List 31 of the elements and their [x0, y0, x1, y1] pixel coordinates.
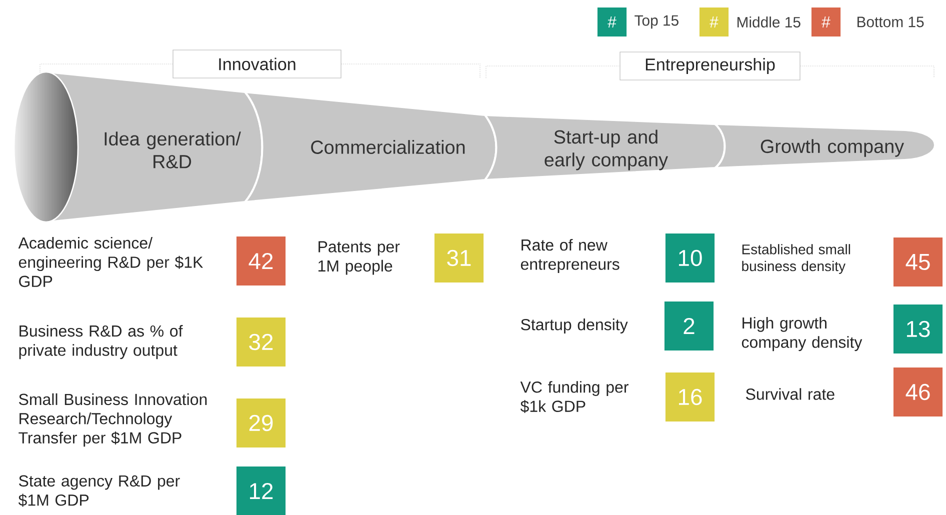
score-box: 31: [434, 233, 484, 283]
score-box: 12: [236, 466, 286, 515]
funnel-segment: Start-up and early company: [484, 114, 726, 181]
score-box: 46: [893, 367, 943, 417]
metric-label: Rate of new entrepreneurs: [520, 238, 620, 274]
metric-label: Survival rate: [746, 388, 834, 400]
funnel-segment: Commercialization: [244, 91, 498, 203]
score-box: 10: [665, 233, 715, 283]
metric-label: VC funding per $1k GDP: [520, 381, 628, 413]
score-box: 32: [236, 317, 286, 367]
legend-label: Bottom 15: [858, 16, 924, 28]
score-box: 16: [665, 372, 715, 422]
score-box: 13: [893, 304, 943, 354]
metric-label: Small Business Innovation Research/Technology Transfer per $1M GDP: [18, 393, 207, 447]
legend-label: Middle 15: [738, 16, 800, 28]
metric-label: State agency R&D per $1M GDP: [18, 475, 180, 507]
metric-label: High growth company density: [742, 316, 862, 352]
section-box: Entrepreneurship: [620, 52, 800, 80]
metric-label: Startup density: [521, 318, 628, 334]
node-label: Growth company: [760, 139, 904, 157]
funnel-segment: Growth company: [714, 123, 936, 169]
score-box: 42: [236, 236, 286, 286]
metric-label: Established small business density: [742, 244, 850, 274]
metric-label: Patents per 1M people: [318, 241, 400, 275]
score-box: 2: [664, 301, 714, 351]
score-box: 29: [236, 398, 286, 448]
metric-label: Academic science/ engineering R&D per $1K GDP: [18, 236, 204, 288]
metric-label: Business R&D as % of private industry output: [19, 324, 183, 360]
legend-label: Top 15: [634, 15, 678, 29]
section-box: Innovation: [172, 50, 342, 78]
score-box: 45: [893, 237, 943, 287]
